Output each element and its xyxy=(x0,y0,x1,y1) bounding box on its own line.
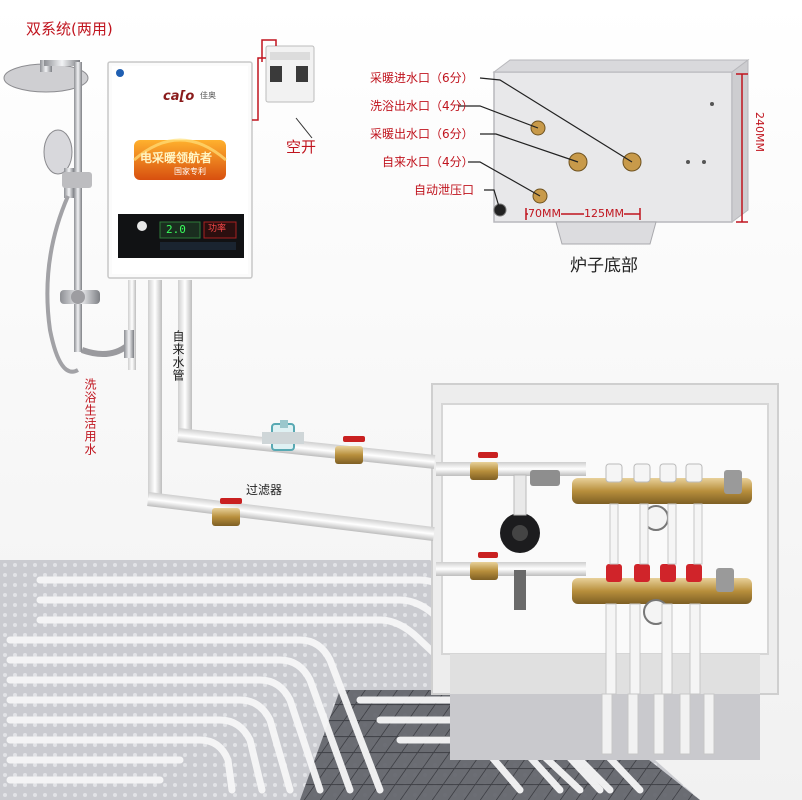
dimension-left: 70MM xyxy=(528,207,561,220)
port-label-shower-outlet: 洗浴出水口（4分） xyxy=(370,99,474,113)
heater-banner-sub: 国家专利 xyxy=(174,167,206,176)
heater-display-value: 2.0 xyxy=(166,223,186,236)
dimension-right: 125MM xyxy=(584,207,624,220)
circulation-pump xyxy=(500,470,560,610)
port-label-heating-inlet: 采暖进水口（6分） xyxy=(370,71,474,85)
under-floor-pipes xyxy=(601,693,715,755)
air-switch xyxy=(252,39,315,139)
diagram-title: 双系统(两用) xyxy=(26,20,113,38)
dimension-height: 240MM xyxy=(753,112,766,152)
label-boiler-bottom: 炉子底部 xyxy=(570,256,638,276)
shower-set xyxy=(3,60,134,374)
boiler-bottom-plate xyxy=(458,59,750,245)
heater-brand-logo: ca[o xyxy=(163,89,195,104)
filter-device xyxy=(262,420,304,451)
label-air-switch: 空开 xyxy=(286,138,317,156)
label-filter: 过滤器 xyxy=(246,483,283,497)
heater-banner-main: 电采暖领航者 xyxy=(140,151,213,165)
heater-display-label: 功率 xyxy=(208,224,227,234)
manifold-supply xyxy=(572,463,752,695)
port-label-pressure-relief: 自动泄压口 xyxy=(414,183,475,197)
port-label-heating-outlet: 采暖出水口（6分） xyxy=(370,127,474,141)
heater-brand-sub: 佳奥 xyxy=(200,91,216,100)
port-label-tap-inlet: 自来水口（4分） xyxy=(382,155,474,169)
electric-heater xyxy=(107,61,253,279)
label-shower-water: 洗浴生活用水 xyxy=(83,378,97,456)
label-tap-pipe: 自来水管 xyxy=(171,330,185,382)
ball-valves xyxy=(212,436,498,580)
